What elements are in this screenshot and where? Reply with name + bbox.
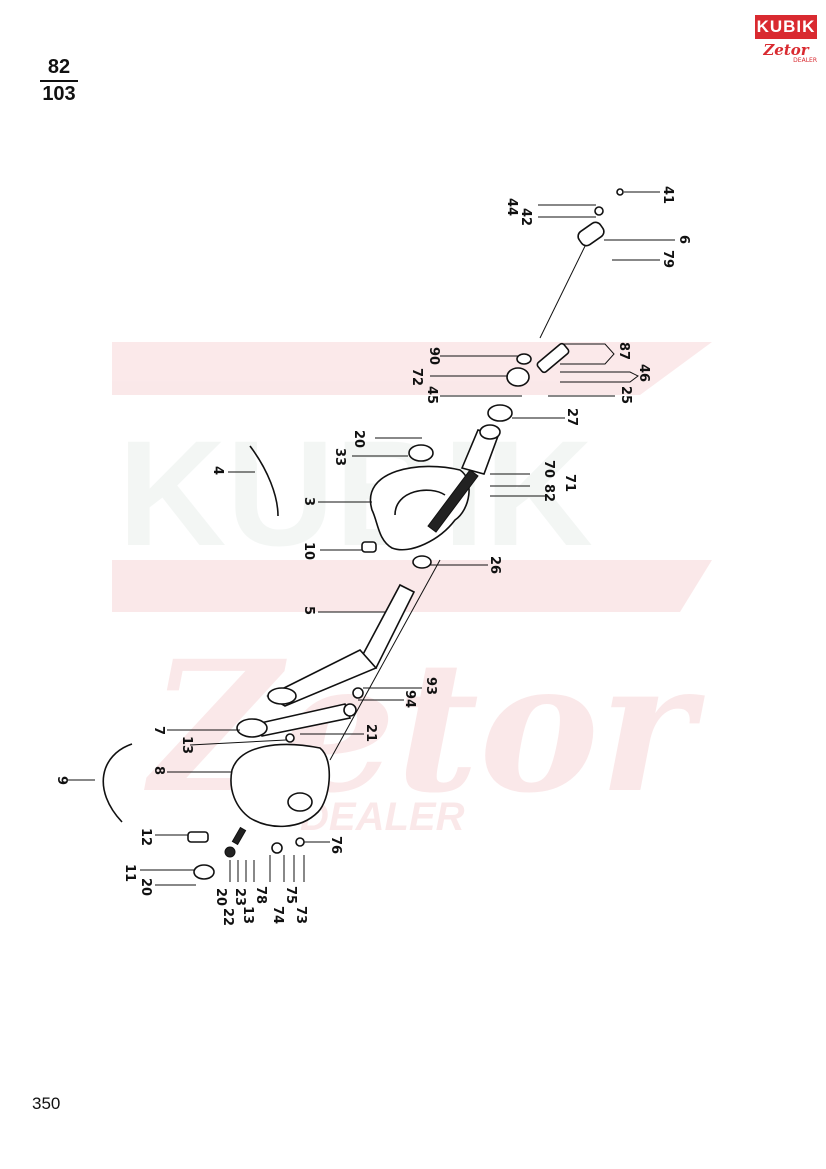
callout-93: 93 xyxy=(423,677,438,695)
brand-logo-tag: DEALER xyxy=(793,57,817,64)
brand-logo-box: KUBIK xyxy=(755,15,817,39)
cover-strip-9 xyxy=(102,743,133,823)
callout-3: 3 xyxy=(301,497,316,506)
callout-9: 9 xyxy=(54,776,69,785)
callout-82: 82 xyxy=(541,484,556,502)
callout-71: 71 xyxy=(562,474,577,492)
parts xyxy=(102,188,624,880)
callout-46: 46 xyxy=(636,364,651,382)
callout-8: 8 xyxy=(151,766,166,775)
callout-76: 76 xyxy=(328,836,343,854)
cover-strip-4 xyxy=(249,445,279,517)
callout-11: 11 xyxy=(122,864,137,882)
callout-73: 73 xyxy=(293,906,308,924)
lever-pad-7 xyxy=(236,718,268,738)
callout-23: 23 xyxy=(232,888,247,906)
base-plate-8 xyxy=(230,743,331,828)
callout-90: 90 xyxy=(426,347,441,365)
callout-27: 27 xyxy=(564,408,579,426)
fraction-bar xyxy=(40,80,78,82)
callout-13-top: 13 xyxy=(179,736,194,754)
rod-end-6 xyxy=(577,221,605,247)
callout-12: 12 xyxy=(138,828,153,846)
callout-25: 25 xyxy=(618,386,633,404)
callout-13-bottom: 13 xyxy=(240,906,255,924)
figure-number-top: 82 xyxy=(47,56,71,78)
callout-20-bottom: 20 xyxy=(213,888,228,906)
callout-7: 7 xyxy=(151,726,166,735)
callout-labels: 41 44 42 6 79 87 90 72 46 45 25 27 20 33… xyxy=(54,186,691,926)
spring-23 xyxy=(231,826,247,846)
washer-13 xyxy=(285,733,295,743)
base-plate-hole xyxy=(287,792,313,812)
knob-12 xyxy=(187,831,209,843)
callout-4: 4 xyxy=(210,466,225,475)
bracket-72 xyxy=(506,367,530,387)
cap-11 xyxy=(193,864,215,880)
callout-70: 70 xyxy=(541,460,556,478)
brand-logo: KUBIK Zetor DEALER xyxy=(755,15,817,67)
callout-78: 78 xyxy=(253,886,268,904)
callout-20-top: 20 xyxy=(351,430,366,448)
ring-90 xyxy=(516,353,532,365)
leader-lines xyxy=(68,191,675,886)
callout-74: 74 xyxy=(270,906,285,924)
callout-10: 10 xyxy=(301,542,316,560)
bearing-33 xyxy=(408,444,434,462)
callout-87: 87 xyxy=(616,342,631,360)
leader-13-top xyxy=(189,739,287,746)
housing-arm xyxy=(427,469,479,533)
pin-41 xyxy=(616,188,624,196)
leader-70-71 xyxy=(490,473,530,487)
page-number: 350 xyxy=(32,1094,61,1113)
callout-22: 22 xyxy=(220,908,235,926)
callout-94: 94 xyxy=(402,690,417,708)
washer-76 xyxy=(295,837,305,847)
leader-87 xyxy=(560,343,615,365)
callout-26: 26 xyxy=(487,556,502,574)
watermark-text-kubik: KUBIK xyxy=(118,409,593,577)
tube-cap xyxy=(479,424,501,440)
callout-75: 75 xyxy=(283,886,298,904)
callout-33: 33 xyxy=(332,448,347,466)
callout-6: 6 xyxy=(676,235,691,244)
figure-number-bottom: 103 xyxy=(42,83,76,105)
leader-46 xyxy=(560,371,639,383)
leader-bottom-stack xyxy=(229,860,255,882)
callout-41: 41 xyxy=(660,186,675,204)
lever-pad-5 xyxy=(267,687,297,705)
assembly-axis xyxy=(329,559,441,761)
washer-94 xyxy=(352,687,364,699)
seal-27 xyxy=(487,404,513,422)
housing-3 xyxy=(369,465,470,551)
ring-26 xyxy=(412,555,432,569)
bolt-10 xyxy=(361,541,377,553)
callout-20-left: 20 xyxy=(138,878,153,896)
nut-74 xyxy=(271,842,283,854)
callout-72: 72 xyxy=(409,368,424,386)
housing-3-inner xyxy=(394,489,446,516)
brand-logo-script: Zetor xyxy=(763,41,809,59)
nut-22 xyxy=(224,846,236,858)
callout-21: 21 xyxy=(363,724,378,742)
leader-bottom-stack-right xyxy=(269,855,305,882)
figure-number: 82 103 xyxy=(38,56,80,106)
callout-42: 42 xyxy=(518,208,533,226)
callout-79: 79 xyxy=(660,250,675,268)
plate-46 xyxy=(536,342,570,374)
bushing-21 xyxy=(343,703,357,717)
callout-45: 45 xyxy=(424,386,439,404)
tie-rod xyxy=(539,239,589,339)
nut-42 xyxy=(594,206,604,216)
watermark-text-dealer: DEALER xyxy=(300,795,465,839)
callout-44: 44 xyxy=(504,198,519,216)
callout-5: 5 xyxy=(301,606,316,615)
